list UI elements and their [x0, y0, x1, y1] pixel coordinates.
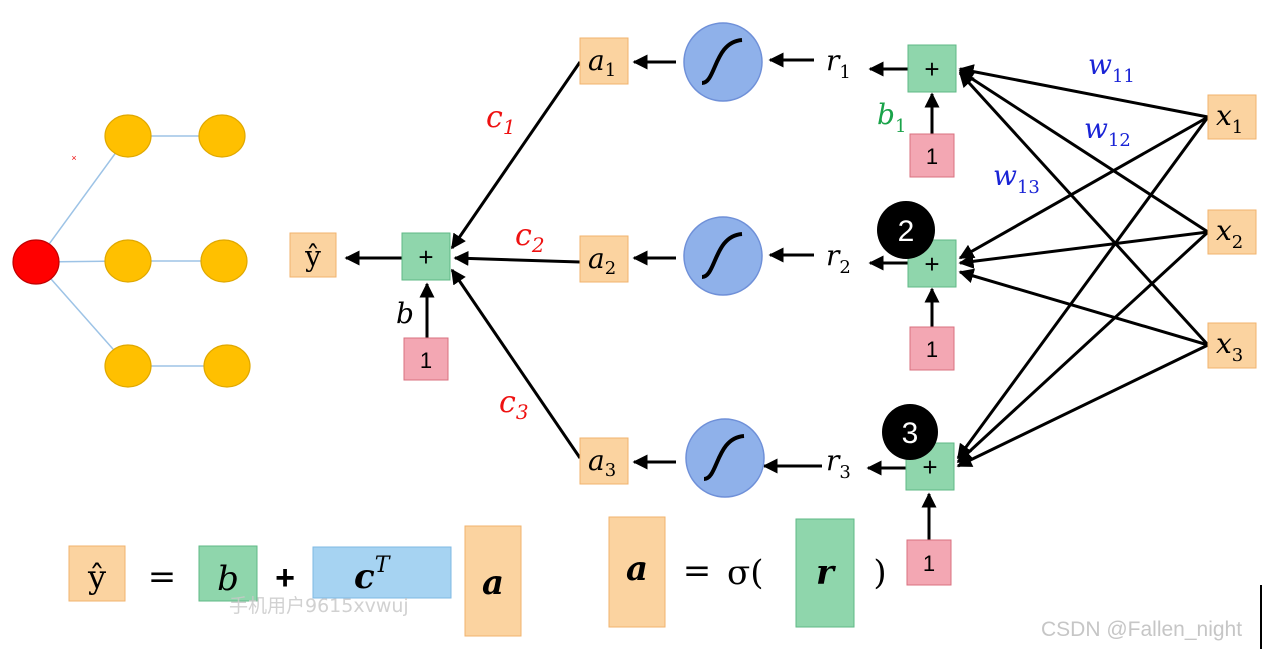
eq1-plus: +	[275, 559, 295, 597]
r1-label: r1	[826, 44, 851, 83]
yhat-node: ŷ	[289, 232, 337, 278]
bias-one-2: 1	[909, 326, 955, 371]
svg-text:1: 1	[926, 144, 938, 169]
a3-node: a3	[579, 437, 629, 485]
one-label: 1	[420, 348, 432, 373]
r3-label: r3	[826, 444, 851, 483]
a1-node: a1	[579, 37, 629, 85]
eq1-b: b	[217, 559, 239, 599]
row-arrows	[632, 52, 940, 540]
tree-node	[198, 114, 246, 158]
w12-label: w12	[1084, 112, 1131, 151]
eq1-cT: cT	[354, 553, 392, 597]
tree-diagram: ×	[12, 114, 251, 388]
output-bias-one: 1	[403, 337, 449, 381]
tree-node	[104, 344, 152, 388]
user-watermark: 手机用户9615xvwuj	[229, 595, 409, 617]
sigmoid-icon	[683, 22, 763, 102]
w13-label: w13	[993, 159, 1040, 198]
b-label: b	[396, 297, 414, 330]
svg-text:+: +	[924, 54, 939, 84]
bias-one-3: 1	[906, 539, 952, 586]
w11-label: w11	[1088, 48, 1135, 87]
eq2-a: a	[626, 549, 648, 589]
svg-text:3: 3	[902, 417, 919, 450]
eq1-yhat: ŷ	[87, 558, 106, 596]
step-badge-2: 2	[877, 201, 935, 259]
input-weight-arrows	[956, 64, 1210, 468]
bias-one-1: 1	[909, 133, 955, 178]
output-sum-node: +	[401, 232, 451, 281]
r2-label: r2	[826, 239, 851, 278]
c3-label: c3	[499, 385, 529, 424]
a2-node: a2	[579, 235, 629, 283]
eq2-sigma: σ(	[727, 553, 763, 593]
csdn-watermark: CSDN @Fallen_night	[1041, 618, 1242, 641]
svg-text:1: 1	[923, 551, 935, 576]
tree-node	[203, 344, 251, 388]
tree-mark: ×	[71, 153, 76, 163]
plus-symbol: +	[418, 242, 433, 272]
c1-label: c1	[486, 100, 516, 139]
svg-text:x1: x1	[1216, 99, 1243, 138]
hidden-sum-node-2: +	[907, 239, 957, 288]
svg-text:x3: x3	[1216, 327, 1243, 366]
eq2-equals: =	[683, 551, 712, 591]
svg-text:a1: a1	[588, 44, 616, 81]
tree-root-node	[12, 239, 60, 285]
step-badge-3: 3	[882, 404, 938, 460]
svg-text:a3: a3	[588, 444, 616, 481]
yhat-label: ŷ	[304, 240, 321, 273]
b1-label: b1	[877, 98, 906, 137]
svg-text:2: 2	[898, 215, 915, 248]
x1-node: x1	[1207, 94, 1257, 140]
svg-text:+: +	[924, 249, 939, 279]
x2-node: x2	[1207, 209, 1257, 255]
tree-node	[200, 239, 248, 283]
tree-node	[104, 239, 152, 283]
sigmoid-icon	[685, 418, 765, 498]
eq2-close: )	[873, 553, 886, 593]
sigmoid-icon	[683, 216, 763, 296]
x3-node: x3	[1207, 322, 1257, 369]
svg-text:x2: x2	[1216, 214, 1243, 253]
hidden-sum-node-1: +	[907, 44, 957, 93]
output-arrows	[344, 61, 582, 459]
svg-text:a2: a2	[588, 242, 616, 279]
svg-text:1: 1	[926, 337, 938, 362]
svg-text:+: +	[922, 452, 937, 482]
eq1-a: a	[482, 563, 504, 603]
eq1-equals: =	[148, 557, 177, 597]
eq2-r: r	[816, 553, 836, 593]
equation-activation: a = σ( r )	[608, 516, 887, 628]
equation-output: ŷ = b + cT a	[68, 525, 522, 637]
tree-node	[104, 114, 152, 158]
c2-label: c2	[515, 218, 545, 257]
